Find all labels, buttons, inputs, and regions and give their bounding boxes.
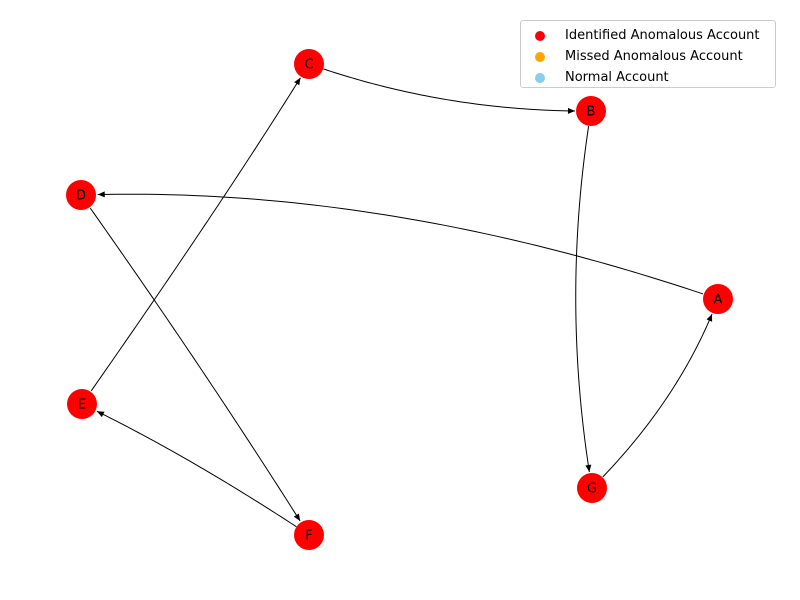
arrowhead-g-to-a: [706, 314, 713, 322]
node-circle-g: [577, 473, 607, 503]
node-circle-e: [67, 389, 97, 419]
node-circle-f: [294, 520, 324, 550]
node-circle-b: [576, 96, 606, 126]
legend-marker-missed: [535, 51, 545, 62]
arrowhead-c-to-b: [567, 107, 575, 114]
node-e[interactable]: E: [67, 389, 97, 419]
legend-item-missed: Missed Anomalous Account: [521, 46, 775, 67]
legend: Identified Anomalous Account Missed Anom…: [520, 20, 776, 88]
edge-d-to-f: [89, 207, 301, 522]
node-circle-c: [294, 49, 324, 79]
legend-item-identified: Identified Anomalous Account: [521, 25, 775, 46]
node-label-f: F: [305, 529, 312, 544]
edge-c-to-b: [323, 68, 575, 112]
edge-a-to-d: [97, 193, 704, 295]
nodes-layer: A B C D E F G: [66, 49, 733, 550]
legend-item-normal: Normal Account: [521, 67, 775, 88]
node-g[interactable]: G: [577, 473, 607, 503]
arrowhead-a-to-d: [97, 191, 105, 198]
edge-f-to-e: [96, 410, 297, 528]
edge-b-to-g: [575, 126, 590, 473]
arrowhead-f-to-e: [96, 411, 105, 418]
edge-e-to-c: [90, 77, 301, 392]
node-label-g: G: [587, 482, 597, 497]
arrowhead-b-to-g: [585, 464, 592, 473]
node-circle-a: [703, 284, 733, 314]
node-label-d: D: [76, 189, 86, 204]
node-label-e: E: [78, 398, 86, 413]
node-d[interactable]: D: [66, 180, 96, 210]
node-label-a: A: [714, 293, 723, 308]
node-label-b: B: [587, 105, 596, 120]
node-c[interactable]: C: [294, 49, 324, 79]
node-circle-d: [66, 180, 96, 210]
legend-label-missed: Missed Anomalous Account: [565, 49, 743, 64]
node-f[interactable]: F: [294, 520, 324, 550]
arrowhead-e-to-c: [294, 77, 301, 86]
legend-label-identified: Identified Anomalous Account: [565, 28, 760, 43]
node-a[interactable]: A: [703, 284, 733, 314]
arrowhead-d-to-f: [293, 513, 301, 521]
edge-g-to-a: [602, 313, 713, 478]
legend-marker-normal: [535, 72, 545, 83]
node-label-c: C: [304, 58, 313, 73]
legend-label-normal: Normal Account: [565, 70, 669, 85]
edges-layer: [89, 68, 713, 528]
legend-marker-identified: [535, 30, 545, 41]
node-b[interactable]: B: [576, 96, 606, 126]
